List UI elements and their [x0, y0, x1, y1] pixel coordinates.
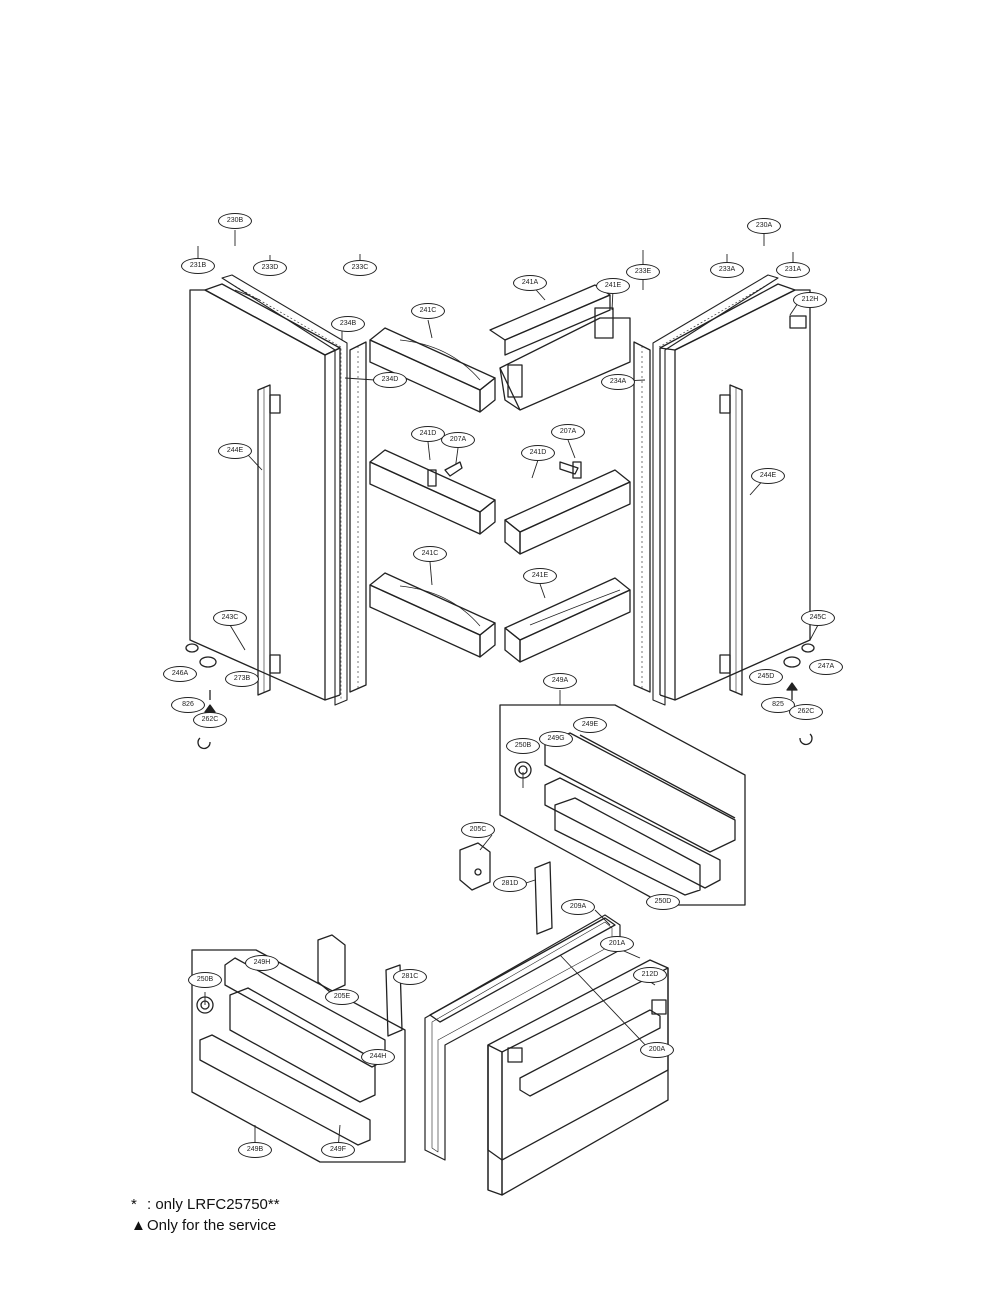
legend-service-only: ▲Only for the service: [131, 1217, 276, 1234]
part-label-233D: 233D: [253, 260, 287, 276]
part-label-241E-top: 241E: [596, 278, 630, 294]
triangle-symbol: ▲: [131, 1217, 146, 1234]
part-label-212D: 212D: [633, 967, 667, 983]
part-label-249G: 249G: [539, 731, 573, 747]
part-label-241C-top: 241C: [411, 303, 445, 319]
part-label-262C-left: 262C: [193, 712, 227, 728]
part-label-201A: 201A: [600, 936, 634, 952]
lower-drawer-door: [424, 914, 669, 1196]
part-label-250B-top: 250B: [506, 738, 540, 754]
part-label-243C: 243C: [213, 610, 247, 626]
part-label-200A: 200A: [640, 1042, 674, 1058]
part-label-273B: 273B: [225, 671, 259, 687]
part-label-246A: 246A: [163, 666, 197, 682]
part-label-249A: 249A: [543, 673, 577, 689]
part-label-233A: 233A: [710, 262, 744, 278]
drawer-rail-assembly-lower: [191, 934, 406, 1163]
part-label-205E: 205E: [325, 989, 359, 1005]
drawer-rail-assembly-upper: [499, 704, 746, 906]
bracket-parts-middle: [459, 842, 553, 935]
part-label-262C-right: 262C: [789, 704, 823, 720]
part-label-231A: 231A: [776, 262, 810, 278]
left-door-panel: [185, 274, 367, 750]
part-label-234D: 234D: [373, 372, 407, 388]
part-label-250B-bottom: 250B: [188, 972, 222, 988]
part-label-250D: 250D: [646, 894, 680, 910]
right-door-panel: [633, 274, 815, 746]
door-bins-right: [489, 284, 631, 663]
part-label-244H: 244H: [361, 1049, 395, 1065]
part-label-249F: 249F: [321, 1142, 355, 1158]
legend-only-model: * : only LRFC25750**: [131, 1196, 280, 1213]
part-label-281C: 281C: [393, 969, 427, 985]
part-label-212H: 212H: [793, 292, 827, 308]
part-label-826: 826: [171, 697, 205, 713]
part-label-241D-left: 241D: [411, 426, 445, 442]
part-label-209A: 209A: [561, 899, 595, 915]
part-label-234B: 234B: [331, 316, 365, 332]
legend-service-text: Only for the service: [147, 1217, 277, 1234]
part-label-205C: 205C: [461, 822, 495, 838]
door-bins-left: [369, 327, 496, 658]
part-label-241A: 241A: [513, 275, 547, 291]
part-label-244E-left: 244E: [218, 443, 252, 459]
part-label-207A-right: 207A: [551, 424, 585, 440]
part-label-233E: 233E: [626, 264, 660, 280]
part-label-249E: 249E: [573, 717, 607, 733]
part-label-245C: 245C: [801, 610, 835, 626]
part-label-281D: 281D: [493, 876, 527, 892]
part-label-231B: 231B: [181, 258, 215, 274]
part-label-234A: 234A: [601, 374, 635, 390]
part-label-241C-bottom: 241C: [413, 546, 447, 562]
part-label-247A: 247A: [809, 659, 843, 675]
part-label-230A: 230A: [747, 218, 781, 234]
part-label-249B: 249B: [238, 1142, 272, 1158]
legend-only-text: : only LRFC25750**: [147, 1196, 280, 1213]
part-label-245D: 245D: [749, 669, 783, 685]
part-label-241D-right: 241D: [521, 445, 555, 461]
part-label-207A-left: 207A: [441, 432, 475, 448]
part-label-230B: 230B: [218, 213, 252, 229]
part-label-249H: 249H: [245, 955, 279, 971]
part-label-241E-right: 241E: [523, 568, 557, 584]
part-label-233C: 233C: [343, 260, 377, 276]
part-label-244E-right: 244E: [751, 468, 785, 484]
asterisk-symbol: *: [131, 1196, 137, 1213]
